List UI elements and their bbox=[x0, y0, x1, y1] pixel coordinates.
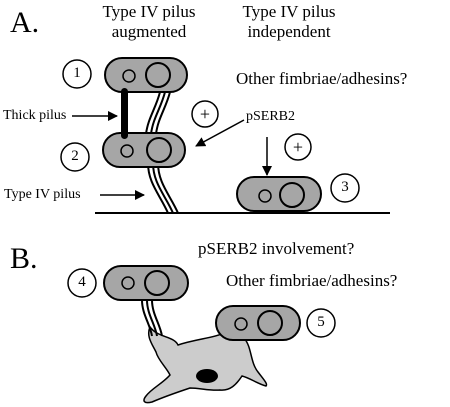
number-label-3: 3 bbox=[341, 179, 349, 195]
thick-pilus-label: Thick pilus bbox=[3, 108, 67, 123]
type-iv-pilus-label: Type IV pilus bbox=[4, 187, 81, 202]
header-augmented-line2: augmented bbox=[111, 22, 187, 41]
plus-sign-a2: + bbox=[292, 137, 304, 157]
bacterium-2 bbox=[102, 132, 186, 168]
header-augmented-line1: Type IV pilus bbox=[102, 2, 196, 21]
bacterium-5 bbox=[215, 305, 301, 341]
panel-label-a: A. bbox=[10, 6, 40, 39]
number-circle-5 bbox=[306, 308, 336, 338]
number-circle-1 bbox=[62, 59, 92, 89]
number-label-1: 1 bbox=[73, 65, 81, 81]
type-iv-pilus-bundle-host bbox=[141, 299, 163, 337]
fimbriae-question-b: Other fimbriae/adhesins? bbox=[226, 271, 398, 290]
panel-label-b: B. bbox=[10, 242, 38, 275]
bacterium-3 bbox=[236, 176, 322, 212]
thick-pilus bbox=[121, 88, 128, 139]
bacterium-4 bbox=[103, 265, 189, 301]
number-label-2: 2 bbox=[71, 148, 79, 164]
header-independent-line1: Type IV pilus bbox=[242, 2, 336, 21]
host-cell-nucleus bbox=[196, 369, 218, 383]
number-circle-4 bbox=[67, 268, 97, 298]
plus-circle-a1 bbox=[191, 100, 219, 128]
number-label-5: 5 bbox=[317, 314, 325, 330]
number-circle-3 bbox=[330, 173, 360, 203]
header-augmented: Type IV pilus augmented bbox=[88, 2, 210, 42]
pserb2-label: pSERB2 bbox=[246, 109, 296, 124]
number-circle-2 bbox=[60, 142, 90, 172]
header-independent-line2: independent bbox=[247, 22, 331, 41]
plus-circle-a2 bbox=[284, 133, 312, 161]
pserb2-arrow-to-cell2 bbox=[195, 119, 245, 147]
pserb2-involvement-question: pSERB2 involvement? bbox=[198, 239, 355, 258]
number-label-4: 4 bbox=[78, 274, 86, 290]
header-independent: Type IV pilus independent bbox=[228, 2, 350, 42]
bacterium-1 bbox=[104, 57, 188, 93]
plus-sign-a1: + bbox=[199, 104, 211, 124]
type-iv-pilus-bundle-surface bbox=[147, 162, 179, 214]
type-iv-pilus-bundle-between bbox=[145, 91, 171, 135]
fimbriae-question-a: Other fimbriae/adhesins? bbox=[236, 69, 408, 88]
